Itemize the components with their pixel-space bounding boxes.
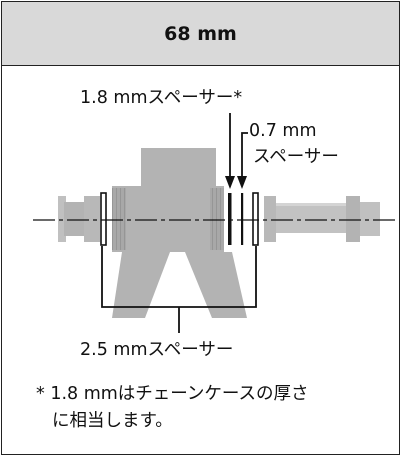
footnote-line-1: * 1.8 mmはチェーンケースの厚さ bbox=[36, 384, 309, 404]
label-spacer-1-8: 1.8 mmスペーサー* bbox=[80, 88, 243, 108]
bottom-bracket-shell bbox=[112, 186, 224, 252]
left-bearing-cup bbox=[58, 196, 100, 242]
label-spacer-2-5: 2.5 mmスペーサー bbox=[80, 340, 234, 360]
bracket-2-5 bbox=[101, 246, 257, 333]
footnote-line-2: に相当します。 bbox=[52, 411, 173, 432]
header-bar: 68 mm bbox=[2, 2, 399, 66]
spacer-2-5-right bbox=[252, 192, 259, 246]
arrow-0-7 bbox=[237, 132, 248, 189]
footnote: * 1.8 mmはチェーンケースの厚さ に相当します。 bbox=[36, 381, 309, 435]
frame-tubes bbox=[112, 148, 247, 318]
header-title: 68 mm bbox=[164, 22, 237, 45]
arrow-1-8 bbox=[225, 113, 235, 189]
label-spacer-0-7-line1: 0.7 mm bbox=[249, 121, 317, 141]
spacer-1-8 bbox=[228, 193, 232, 245]
spacer-0-7 bbox=[241, 193, 244, 245]
label-spacer-0-7-line2: スペーサー bbox=[253, 147, 339, 167]
right-bearing-cup bbox=[264, 196, 380, 242]
spacer-2-5-left bbox=[100, 192, 107, 246]
